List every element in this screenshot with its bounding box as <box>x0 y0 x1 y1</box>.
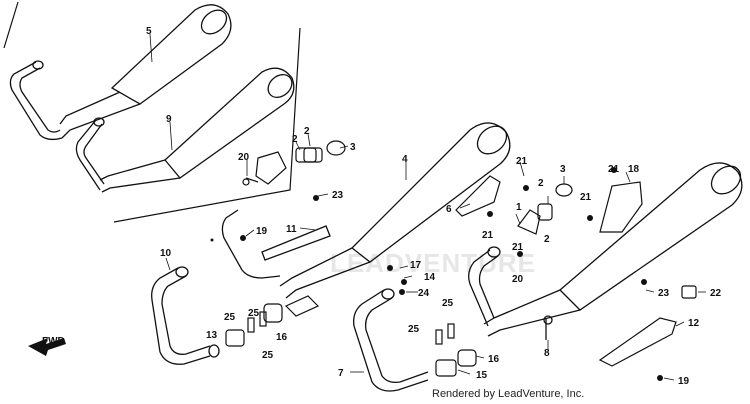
pipe-7 <box>353 288 429 392</box>
part-label: 9 <box>166 114 172 125</box>
part-label: 15 <box>476 370 488 381</box>
part-label: 21 <box>482 230 494 241</box>
part-label: 16 <box>276 332 288 343</box>
pipe-10 <box>151 266 220 365</box>
part-label: 25 <box>248 308 260 319</box>
part-label: 3 <box>560 164 566 175</box>
part-label: 21 <box>512 242 524 253</box>
inset-muffler-9 <box>75 67 295 193</box>
part-label: 2 <box>538 178 544 189</box>
part-label: 2 <box>544 234 550 245</box>
part-label: 18 <box>628 164 640 175</box>
part-labels: 5 9 2 2 3 20 23 19 11 10 25 25 13 25 16 … <box>146 26 722 387</box>
part-label: 2 <box>304 126 310 137</box>
part-label: 21 <box>608 164 620 175</box>
bolts <box>210 167 663 381</box>
part-label: 20 <box>512 274 524 285</box>
part-label: 22 <box>710 288 722 299</box>
watermark: LEADVENTURE <box>330 248 536 278</box>
part-label: 8 <box>544 348 550 359</box>
part-label: 21 <box>580 192 592 203</box>
clamp-parts-center <box>435 323 477 377</box>
part-label: 12 <box>688 318 700 329</box>
part-label: 21 <box>516 156 528 167</box>
part-label: 23 <box>332 190 344 201</box>
part-label: 2 <box>292 134 298 145</box>
part-label: 5 <box>146 26 152 37</box>
part-label: 17 <box>410 260 422 271</box>
credit-text: Rendered by LeadVenture, Inc. <box>432 388 585 400</box>
fwd-arrow-icon <box>28 338 66 356</box>
part-label: 13 <box>206 330 218 341</box>
part-label: 3 <box>350 142 356 153</box>
part-label: 23 <box>658 288 670 299</box>
muffler-right <box>468 162 743 340</box>
part-label: 11 <box>286 224 297 235</box>
part-label: 6 <box>446 204 452 215</box>
inset-muffler-5 <box>9 4 232 141</box>
part-label: 20 <box>238 152 250 163</box>
part-label: 14 <box>424 272 436 283</box>
part-label: 25 <box>408 324 420 335</box>
part-label: 25 <box>262 350 274 361</box>
part-label: 25 <box>224 312 236 323</box>
heat-cover-12 <box>598 285 697 367</box>
leader-lines <box>149 33 706 381</box>
inset-small-parts <box>242 140 346 186</box>
inset-frame <box>3 1 301 223</box>
part-label: 16 <box>488 354 500 365</box>
part-label: 24 <box>418 288 430 299</box>
clamp-parts-left <box>225 295 320 347</box>
part-label: 19 <box>678 376 690 387</box>
part-label: 19 <box>256 226 268 237</box>
fwd-label: FWD <box>42 336 65 347</box>
part-label: 10 <box>160 248 172 259</box>
part-label: 25 <box>442 298 454 309</box>
part-label: 4 <box>402 154 408 165</box>
part-label: 1 <box>516 202 522 213</box>
bracket-18 <box>455 175 643 235</box>
muffler-4 <box>221 122 511 299</box>
part-label: 7 <box>338 368 344 379</box>
